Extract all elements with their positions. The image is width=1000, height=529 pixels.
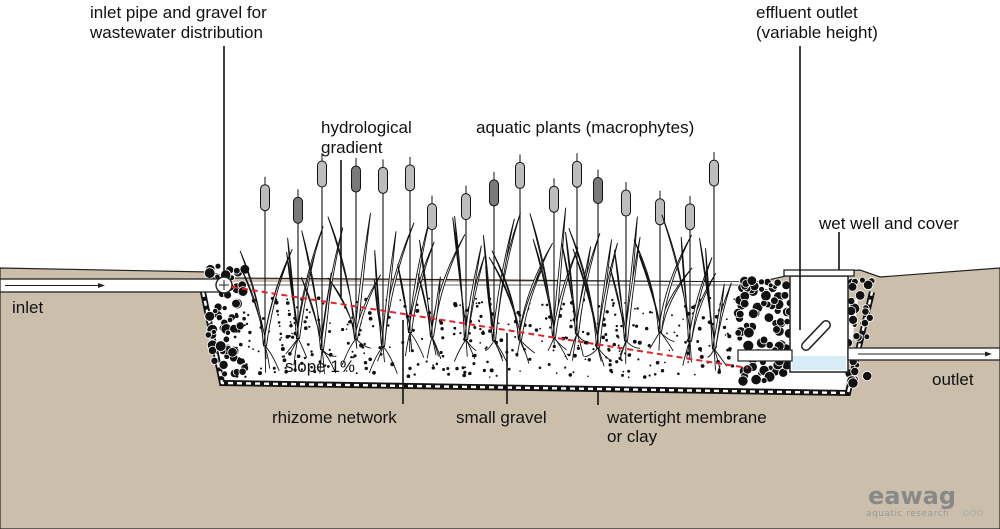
- label-slope: slope 1%: [285, 357, 355, 376]
- hydrological-gradient-line: [231, 286, 749, 369]
- label-effluent-line1: effluent outlet: [756, 3, 858, 22]
- coarse-gravel-outlet: [733, 275, 877, 389]
- eawag-logo: eawag: [868, 482, 956, 510]
- label-membrane-line1: watertight membrane: [606, 408, 767, 427]
- wet-well-cover: [783, 269, 855, 277]
- aquatic-plants: [239, 152, 732, 374]
- label-membrane-line2: or clay: [607, 427, 658, 446]
- label-rhizome: rhizome network: [272, 408, 397, 427]
- logo-dots-icon: [963, 510, 983, 516]
- label-inlet-pipe-line1: inlet pipe and gravel for: [90, 3, 267, 22]
- inlet-pipe: [0, 276, 233, 294]
- label-effluent-line2: (variable height): [756, 23, 878, 42]
- label-aquatic-plants: aquatic plants (macrophytes): [476, 118, 694, 137]
- label-inlet-pipe-line2: wastewater distribution: [89, 23, 263, 42]
- label-outlet: outlet: [932, 370, 974, 389]
- wet-well: [783, 269, 855, 373]
- leader-lines: [223, 46, 840, 405]
- label-hydro-line2: gradient: [321, 138, 383, 157]
- label-small-gravel: small gravel: [456, 408, 547, 427]
- outlet-pipe: [847, 347, 1000, 361]
- collection-pipe: [737, 349, 793, 362]
- label-wet-well: wet well and cover: [818, 214, 959, 233]
- eawag-tagline: aquatic research: [866, 509, 949, 519]
- label-inlet: inlet: [12, 298, 43, 317]
- label-hydro-line1: hydrological: [321, 118, 412, 137]
